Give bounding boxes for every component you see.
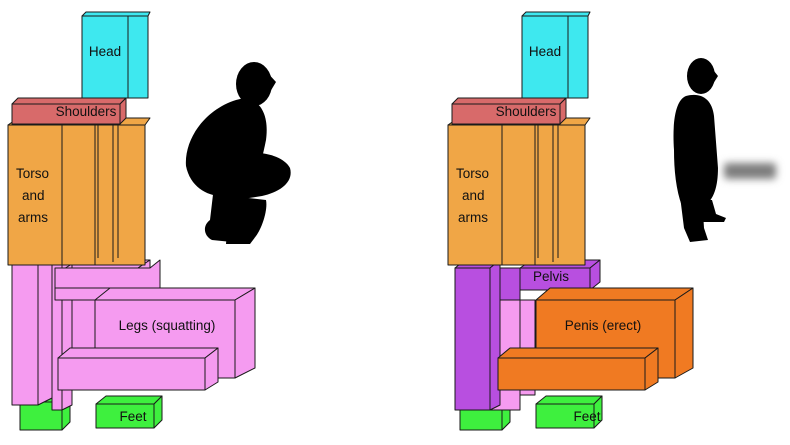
right-torso-label-line2: and xyxy=(462,188,485,203)
right-torso-label-line1: Torso xyxy=(456,166,489,181)
right-feet-label: Feet xyxy=(573,409,600,424)
left-shoulders-label: Shoulders xyxy=(56,104,117,119)
left-feet-label: Feet xyxy=(119,409,146,424)
left-torso-label-line2: and xyxy=(22,188,45,203)
left-head-block xyxy=(81,11,151,99)
left-leg-blocks xyxy=(11,257,256,411)
right-torso-label-line3: arms xyxy=(458,210,488,225)
left-torso-label-line3: arms xyxy=(18,210,48,225)
squatting-man-silhouette xyxy=(185,62,291,244)
standing-man-silhouette xyxy=(673,58,726,242)
right-pelvis-label: Pelvis xyxy=(533,269,569,284)
left-feet-blocks xyxy=(19,393,163,431)
blurred-censor-box xyxy=(724,163,776,179)
right-head-block xyxy=(521,11,591,99)
right-head-label: Head xyxy=(529,44,561,59)
right-penis-label: Penis (erect) xyxy=(565,318,642,333)
left-shoulders-block xyxy=(11,97,127,125)
left-torso-label-line1: Torso xyxy=(16,166,49,181)
right-penis-blocks xyxy=(497,287,694,391)
right-shoulders-label: Shoulders xyxy=(496,104,557,119)
right-shoulders-block xyxy=(451,97,567,125)
left-head-label: Head xyxy=(89,44,121,59)
left-legs-label: Legs (squatting) xyxy=(119,318,216,333)
left-block-figure: Feet Legs (squatting) xyxy=(7,11,256,431)
right-block-figure: Feet Pelvis Penis (erect) xyxy=(447,11,694,431)
